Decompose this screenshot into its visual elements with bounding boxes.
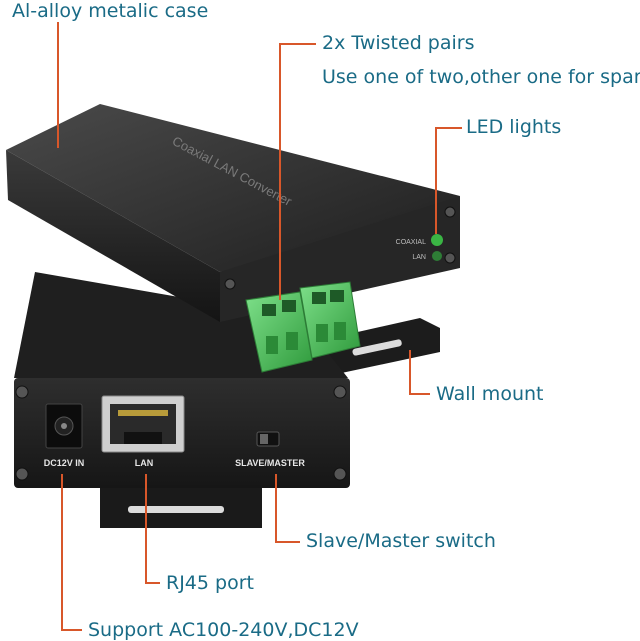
leader-line-rj45 bbox=[145, 474, 160, 584]
callout-twisted-pairs: 2x Twisted pairs bbox=[322, 32, 475, 54]
screw-icon bbox=[444, 206, 456, 218]
leader-lines bbox=[57, 22, 462, 631]
power-port-label: DC12V IN bbox=[44, 458, 85, 468]
callout-power-support: Support AC100-240V,DC12V bbox=[88, 619, 359, 641]
callout-slave-master: Slave/Master switch bbox=[306, 530, 496, 552]
callout-spare-note: Use one of two,other one for spare bbox=[322, 66, 640, 88]
leader-line-twisted bbox=[279, 43, 316, 300]
callout-metal-case: Al-alloy metalic case bbox=[12, 0, 209, 22]
screw-icon bbox=[333, 467, 347, 481]
terminal-block bbox=[245, 291, 313, 373]
led-lan-label: LAN bbox=[412, 254, 426, 261]
switch-label: SLAVE/MASTER bbox=[235, 458, 305, 468]
lan-port-label: LAN bbox=[135, 458, 154, 468]
screw-icon bbox=[224, 278, 236, 290]
led-coaxial-label: COAXIAL bbox=[396, 239, 426, 246]
led-coaxial-icon bbox=[431, 234, 443, 246]
leader-line-power bbox=[61, 474, 82, 631]
screw-icon bbox=[333, 385, 347, 399]
screw-icon bbox=[444, 252, 456, 264]
screw-icon bbox=[15, 467, 29, 481]
screw-icon bbox=[15, 385, 29, 399]
case-side bbox=[6, 150, 220, 322]
leader-line-switch bbox=[275, 474, 300, 543]
terminal-block bbox=[299, 281, 361, 359]
case-top bbox=[6, 104, 460, 272]
callout-wall-mount: Wall mount bbox=[436, 383, 544, 405]
callout-rj45-port: RJ45 port bbox=[166, 572, 254, 594]
leader-line-led bbox=[435, 127, 462, 234]
leader-line-wall bbox=[409, 350, 430, 395]
bracket-slot bbox=[352, 339, 402, 356]
callout-led-lights: LED lights bbox=[466, 116, 562, 138]
led-lan-icon bbox=[432, 251, 442, 261]
